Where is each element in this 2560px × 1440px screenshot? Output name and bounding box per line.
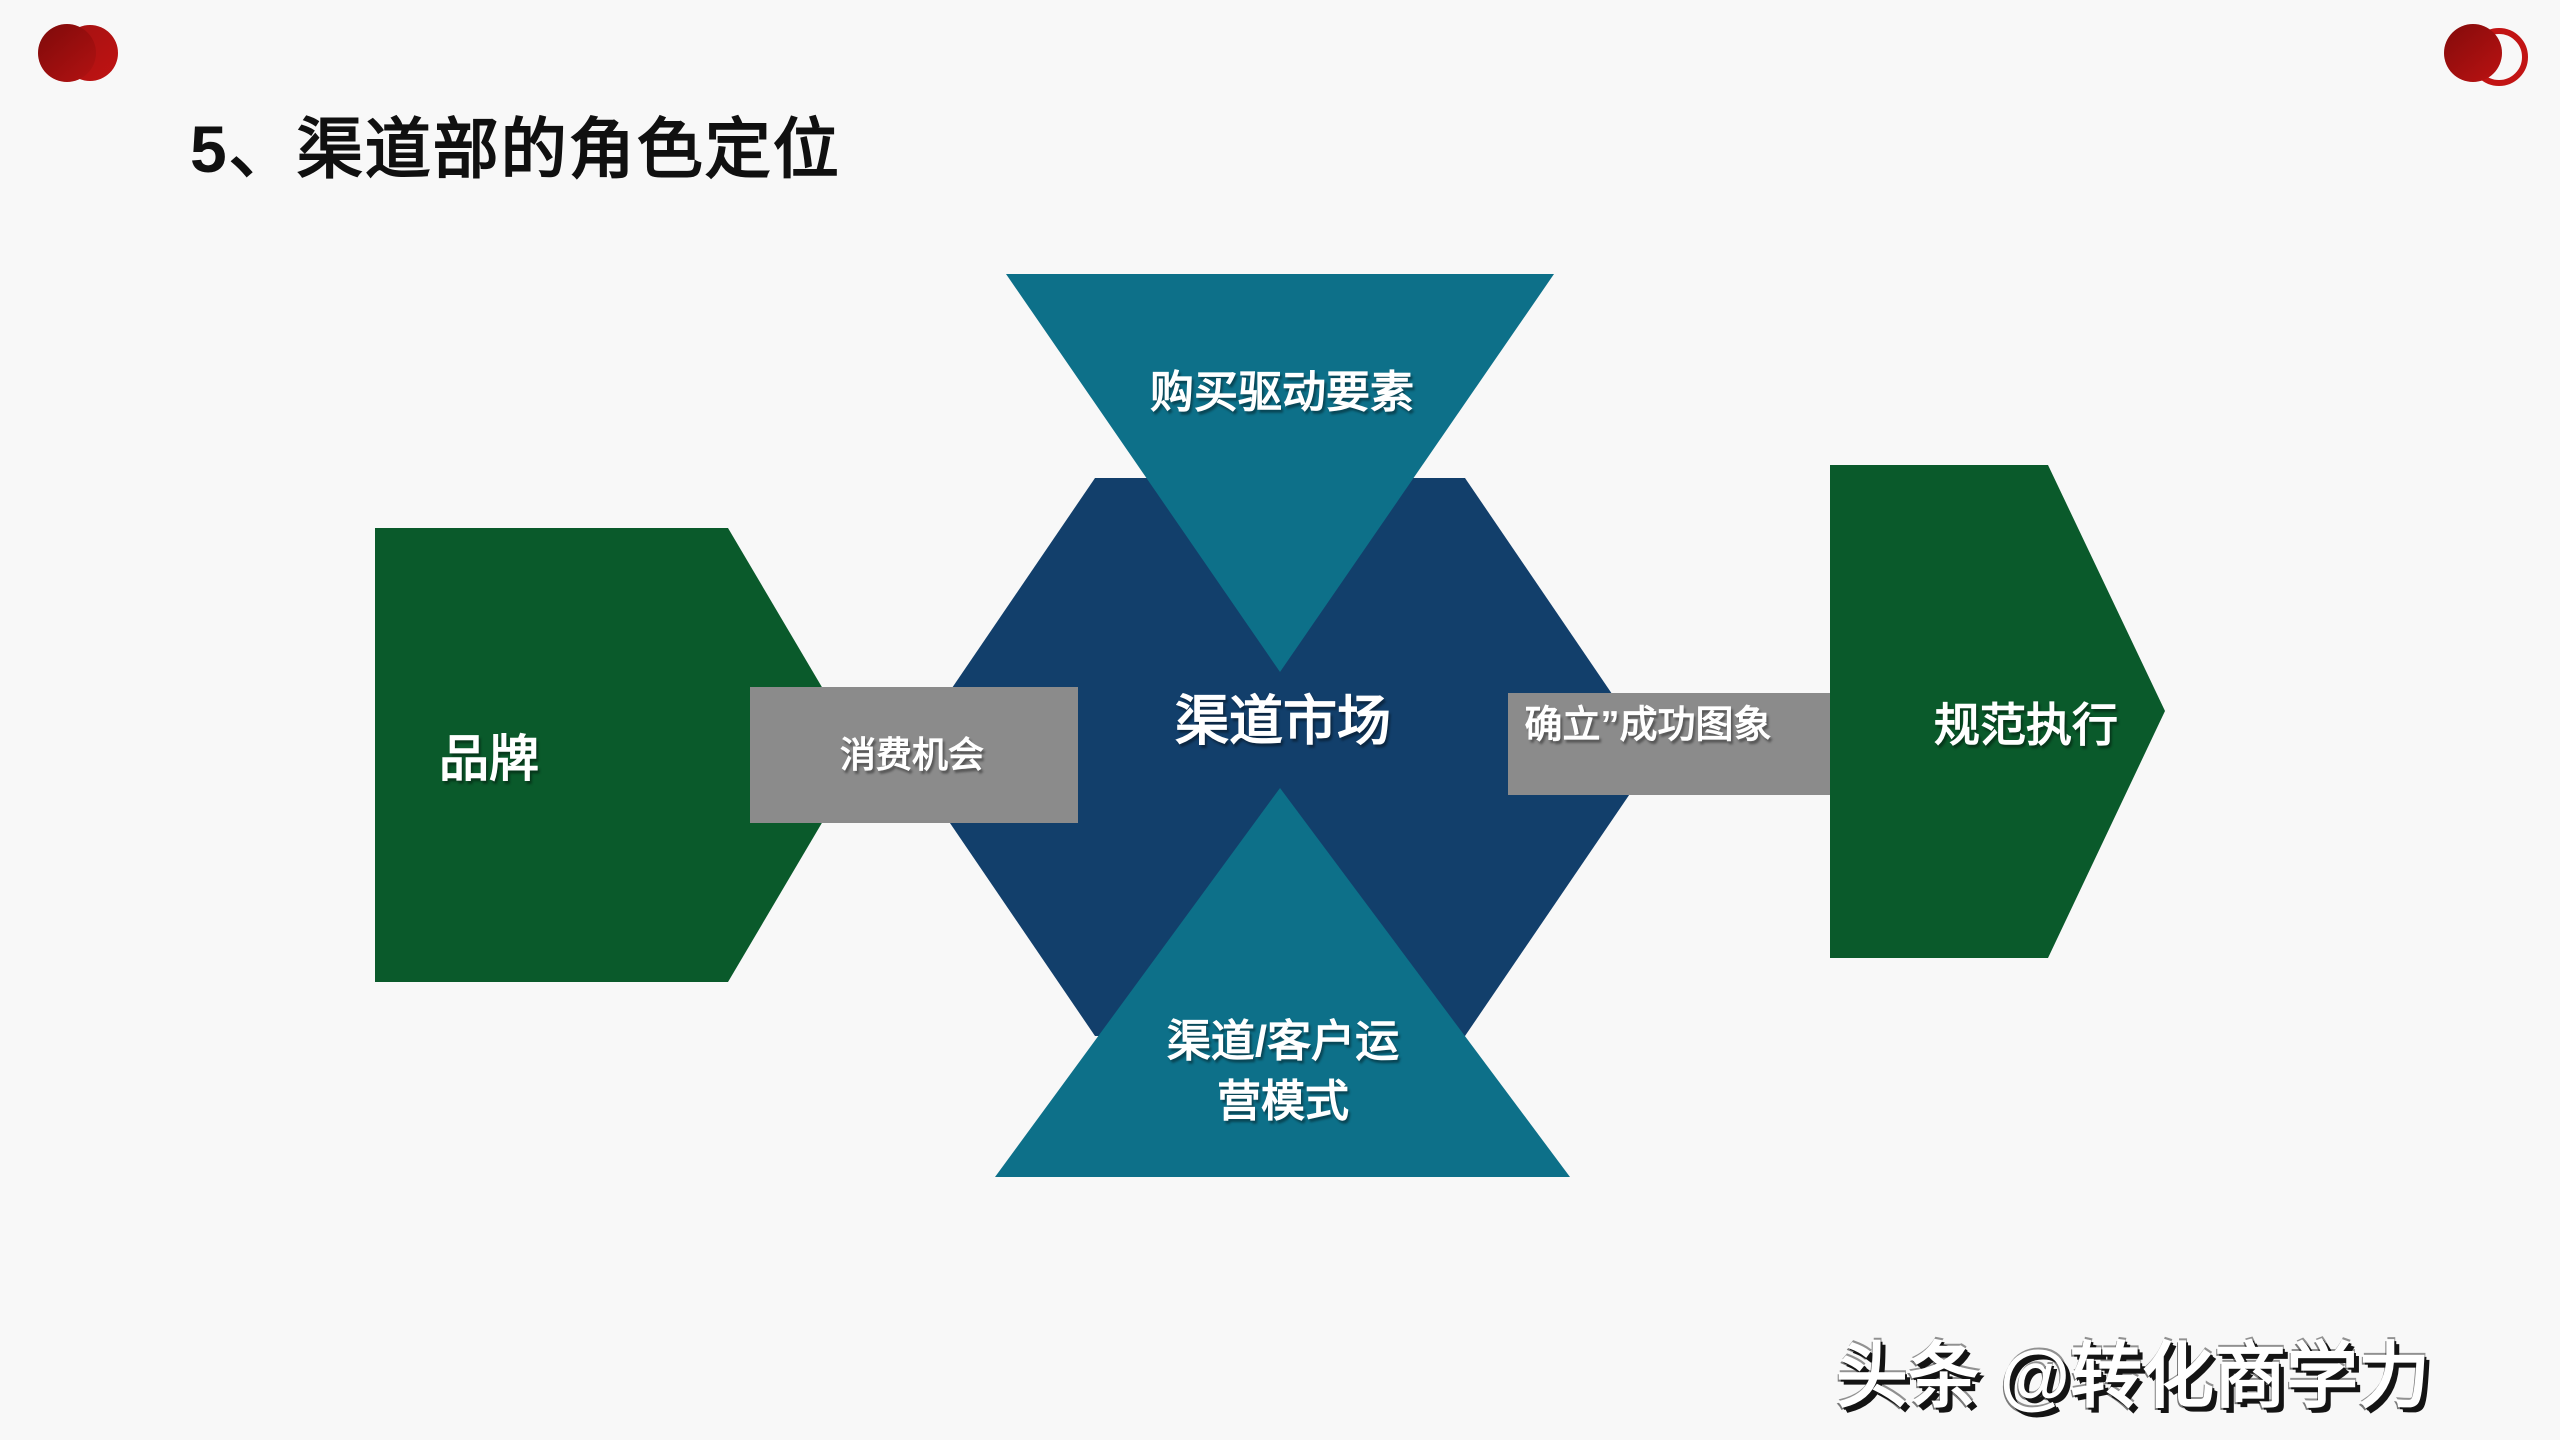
red-circle-icon xyxy=(2444,24,2502,82)
triangle-purchase-drivers xyxy=(1006,274,1554,672)
label-operation-model-line1: 渠道/客户运 xyxy=(1166,1017,1400,1066)
connector-success-image xyxy=(1508,693,1830,795)
label-operation-model: 渠道/客户运 营模式 xyxy=(1167,1012,1399,1132)
label-channel-market: 渠道市场 xyxy=(1175,691,1391,752)
label-consumption-opportunity: 消费机会 xyxy=(839,734,985,775)
triangle-operation-model xyxy=(995,788,1570,1177)
pentagon-brand xyxy=(375,528,862,982)
pentagon-standard-execution xyxy=(1830,465,2165,958)
red-circle-icon xyxy=(38,24,96,82)
watermark: 头条 @转化商学力 xyxy=(1835,1337,2430,1417)
label-standard-execution: 规范执行 xyxy=(1934,699,2118,751)
label-purchase-drivers: 购买驱动要素 xyxy=(1150,368,1414,417)
page-title: 5、渠道部的角色定位 xyxy=(190,112,841,186)
connector-consumption-opportunity xyxy=(750,687,1078,823)
label-success-image: 确立”成功图象 xyxy=(1524,704,1772,747)
hexagon-channel-market xyxy=(905,478,1655,1036)
label-brand: 品牌 xyxy=(439,731,539,787)
label-operation-model-line2: 营模式 xyxy=(1216,1077,1349,1126)
